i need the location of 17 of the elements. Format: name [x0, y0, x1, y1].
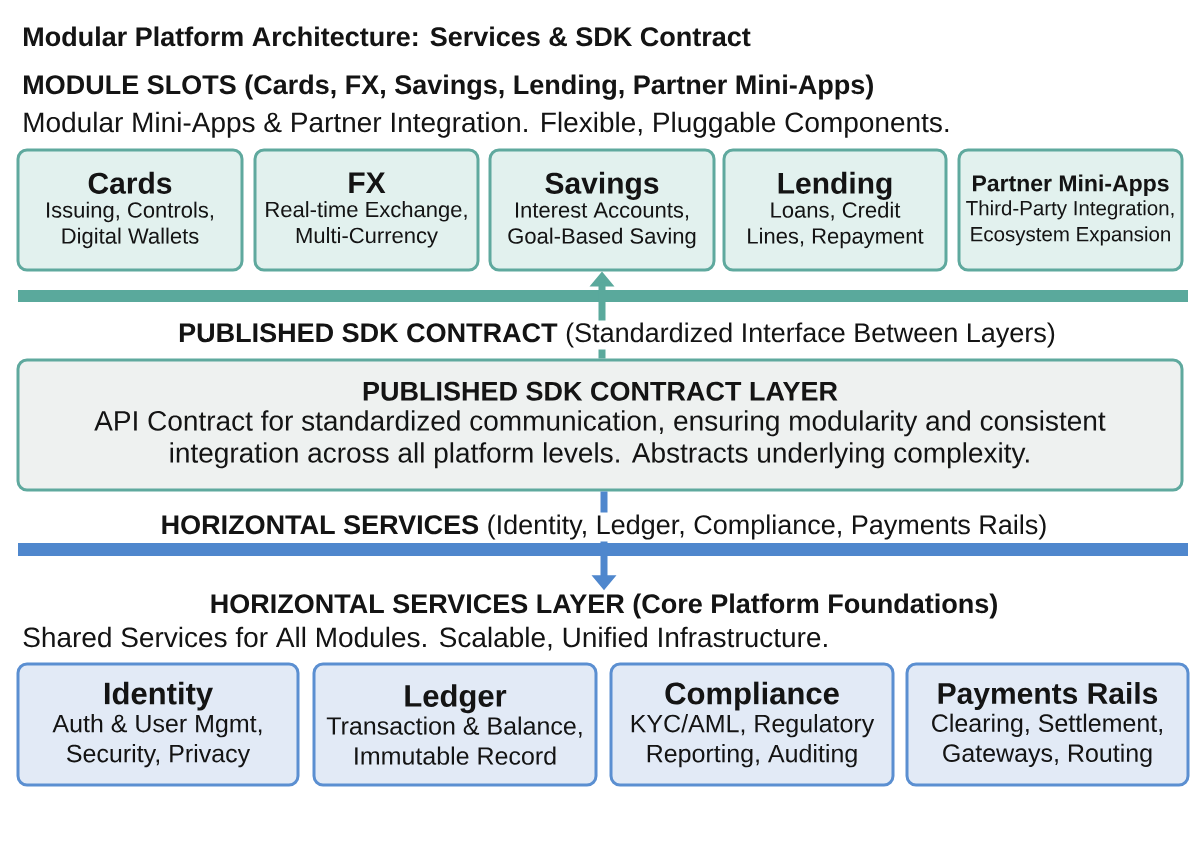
diagram-title: Modular Platform Architecture: Services & SDK Contract — [24, 26, 751, 47]
layer-heading: HORIZONTAL SERVICES LAYER (Core Platform Foundations) — [211, 593, 997, 619]
module-box: Partner Mini-Apps Third-Party Integration, Ecosystem Expansion — [957, 148, 1184, 272]
service-box: Payments Rails Clearing, Settlement, Gateways, Routing — [905, 662, 1190, 787]
section-subtitle: Shared Services for All Modules. Scalable, Unified Infrastructure. — [23, 626, 827, 651]
module-box: Savings Interest Accounts, Goal-Based Saving — [488, 148, 716, 272]
section-heading: MODULE SLOTS (Cards, FX, Savings, Lending, Partner Mini-Apps) — [24, 74, 873, 100]
section-subtitle: Modular Mini-Apps & Partner Integration. Flexible, Pluggable Components. — [24, 111, 949, 138]
service-box: Ledger Transaction & Balance, Immutable Record — [312, 662, 598, 787]
band-label: PUBLISHED SDK CONTRACT (Standardized Interface Between Layers) — [176, 320, 1058, 350]
service-box: Compliance KYC/AML, Regulatory Reporting, Auditing — [609, 662, 895, 787]
service-box: Identity Auth & User Mgmt, Security, Privacy — [16, 662, 300, 787]
band-label: HORIZONTAL SERVICES (Identity, Ledger, Compliance, Payments Rails) — [158, 512, 1050, 542]
module-box: Lending Loans, Credit Lines, Repayment — [722, 148, 948, 272]
layer-box: PUBLISHED SDK CONTRACT LAYER API Contract for standardized communication, ensuring modularity and consistent integration across all platform levels. Abstracts underlying complexity. — [16, 358, 1184, 492]
module-box: Cards Issuing, Controls, Digital Wallets — [16, 148, 244, 272]
module-box: FX Real-time Exchange, Multi-Currency — [253, 148, 480, 272]
